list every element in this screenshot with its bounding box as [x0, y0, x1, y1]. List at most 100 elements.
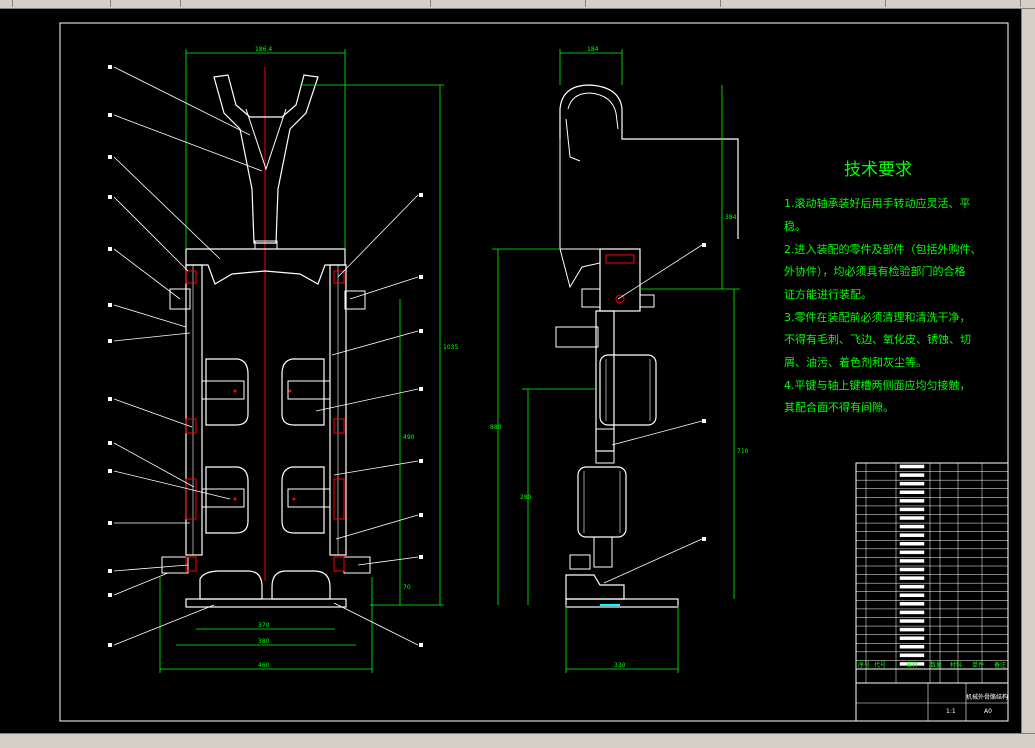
side-hook — [567, 92, 619, 130]
vertical-scrollbar[interactable] — [1021, 9, 1035, 733]
dim-side-left-low: 280 — [520, 494, 532, 501]
right-hip-joint — [344, 290, 366, 310]
left-shin-strap — [201, 488, 245, 508]
left-shin-rivet — [233, 497, 237, 501]
side-hip-pivot — [615, 294, 625, 304]
tech-req-title: 技术要求 — [844, 160, 912, 180]
left-knee-bolt — [185, 418, 197, 434]
parts-row-name — [899, 481, 925, 486]
front-view: 186.4 370 380 460 1035 490 70 — [108, 46, 458, 673]
base-plate — [185, 598, 347, 608]
side-ankle-block — [569, 554, 591, 570]
left-ankle-bolt — [185, 556, 197, 572]
side-shin-pad — [577, 466, 627, 538]
dim-front-top: 186.4 — [255, 46, 272, 53]
dim-front-outer: 460 — [258, 662, 270, 669]
toolbar-button[interactable] — [0, 0, 13, 7]
parts-row-name — [899, 653, 925, 658]
parts-row-name — [899, 627, 925, 632]
side-thigh-strap — [555, 326, 599, 348]
dim-front-height: 1035 — [443, 344, 458, 351]
drawing-border — [59, 22, 1009, 722]
dim-front-mid: 380 — [258, 638, 270, 645]
side-leaders — [603, 244, 703, 584]
tech-req-line: 证方能进行装配。 — [784, 287, 872, 301]
right-shin-link — [333, 478, 345, 520]
parts-row-name — [899, 516, 925, 520]
drawing-name: 机械外骨骼结构 — [966, 693, 1008, 701]
parts-row-name — [899, 602, 925, 606]
neck-block — [254, 240, 278, 250]
side-hip-bolts — [605, 254, 635, 264]
side-upper-outline — [559, 84, 739, 239]
parts-row-name — [899, 610, 925, 615]
right-ankle-bolt — [333, 556, 345, 572]
left-shin-link — [185, 478, 197, 520]
torso-piece — [213, 74, 319, 244]
right-shin-strap — [287, 488, 331, 508]
lineweight-dropdown[interactable] — [725, 0, 886, 7]
parts-row-name — [899, 576, 925, 580]
linetype-dropdown[interactable] — [590, 0, 721, 7]
dim-side-top: 184 — [587, 46, 599, 53]
toolbar-button[interactable] — [60, 0, 111, 7]
parts-row-name — [899, 593, 925, 597]
parts-row-name — [899, 533, 925, 537]
right-knee-bolt — [333, 418, 345, 434]
parts-row-name — [899, 499, 925, 503]
side-ankle — [593, 536, 613, 568]
left-shin-pad — [205, 466, 249, 534]
parts-row-name — [899, 507, 925, 512]
header-name: 名称 — [906, 661, 918, 669]
tech-req-line: 3.零件在装配前必须清理和清洗干净， — [784, 310, 971, 324]
parts-row-name — [899, 542, 925, 546]
plotstyle-dropdown[interactable] — [890, 0, 1021, 7]
parts-row-name — [899, 662, 925, 666]
front-dimensions — [159, 49, 444, 673]
layer-dropdown[interactable] — [435, 0, 586, 7]
right-thigh-pad — [281, 358, 325, 426]
right-thigh-rivet — [288, 389, 292, 393]
parts-row-name — [899, 567, 925, 572]
front-balloons — [108, 65, 423, 647]
header-seq: 序号 — [858, 661, 870, 669]
horizontal-scrollbar[interactable] — [0, 733, 1035, 748]
cad-toolbar — [0, 0, 1035, 9]
side-dimensions — [492, 49, 740, 673]
torso-inner — [245, 108, 287, 171]
left-hip-joint — [169, 288, 191, 310]
side-hip-cap — [581, 288, 601, 308]
left-column — [185, 264, 203, 556]
tech-req-line: 不得有毛刺、飞边、氧化皮、锈蚀、切 — [784, 332, 971, 346]
dim-front-mid-height: 490 — [403, 434, 415, 441]
tech-req-line: 稳。 — [784, 219, 806, 233]
drawing-sheet: A0 — [984, 708, 992, 715]
side-thigh-pad — [599, 354, 657, 426]
tech-req-line: 2.进入装配的零件及部件（包括外购件、 — [784, 242, 982, 256]
header-material: 材料 — [950, 661, 962, 669]
parts-row-name — [899, 645, 925, 649]
toolbar-button[interactable] — [370, 0, 431, 7]
dim-front-inner: 370 — [258, 622, 270, 629]
right-thigh-strap — [287, 380, 331, 400]
parts-row-name — [899, 636, 925, 640]
dim-front-low-height: 70 — [403, 584, 411, 591]
parts-row-name — [899, 464, 925, 469]
tech-requirements: 技术要求 1.滚动轴承装好后用手转动应灵活、平 稳。 2.进入装配的零件及部件（… — [784, 160, 982, 414]
left-foot — [199, 570, 263, 600]
parts-row-name — [899, 619, 925, 623]
parts-row-name — [899, 473, 925, 477]
tech-req-line: 屑、油污、着色剂和灰尘等。 — [784, 355, 927, 369]
tech-req-line: 4.平键与轴上键槽两侧面应均匀接触， — [784, 378, 971, 392]
left-thigh-strap — [201, 380, 245, 400]
parts-row-name — [899, 550, 925, 555]
side-back-plate — [559, 248, 601, 289]
side-hip-block — [599, 248, 641, 312]
side-base-plate — [565, 598, 679, 608]
drawing-viewport[interactable]: 186.4 370 380 460 1035 490 70 — [0, 9, 1021, 733]
parts-row-name — [899, 584, 925, 589]
dim-side-bottom: 330 — [614, 662, 626, 669]
side-hook-tail — [565, 118, 581, 162]
header-code: 代号 — [874, 661, 886, 669]
dim-side-lower: 710 — [737, 448, 749, 455]
